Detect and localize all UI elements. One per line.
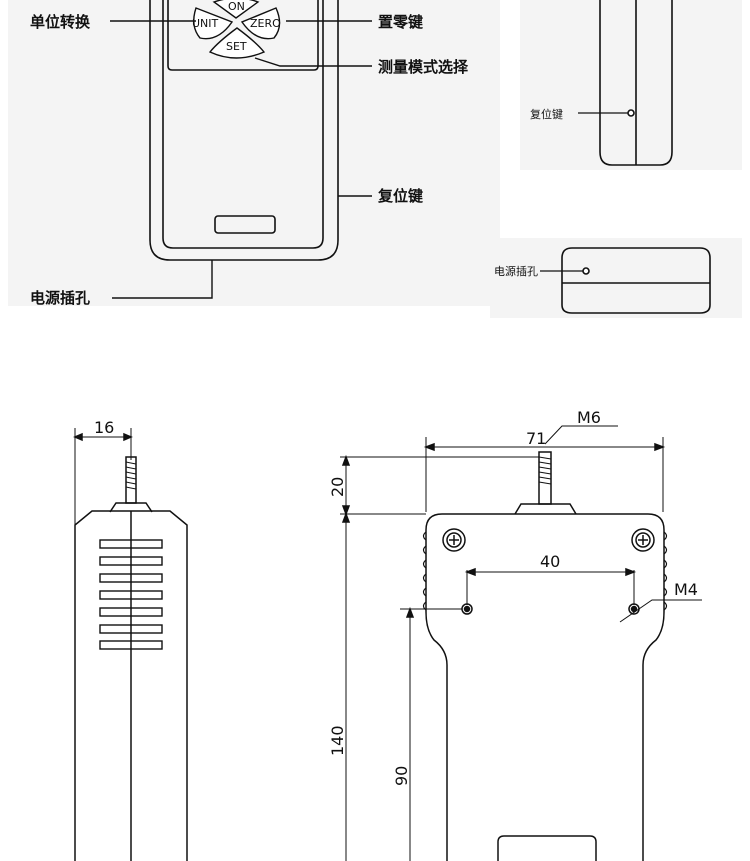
reset-hole-side: [627, 109, 635, 117]
side-rod-collar: [109, 502, 153, 513]
m6-leader: [544, 425, 618, 445]
side-dimension-view: [73, 428, 188, 861]
body-height-arrow-top: [341, 511, 351, 523]
set-button[interactable]: [208, 27, 266, 59]
front-body-inner: [162, 0, 324, 249]
dim-mount-thread: M4: [674, 580, 698, 599]
hole-spacing-arrow-right: [625, 567, 637, 577]
m4-hole-left: [461, 603, 473, 615]
mode-select-label: 测量模式选择: [378, 58, 469, 76]
dim-side-width: 16: [94, 418, 114, 437]
side-view-top: [578, 0, 673, 166]
front-rod-collar: [514, 503, 577, 515]
bottom-view: [540, 247, 711, 314]
power-jack-front-label: 电源插孔: [30, 289, 90, 307]
front-body-outer: [149, 0, 339, 261]
hook-height-arrow-top: [341, 454, 351, 466]
screw-right: [631, 528, 655, 552]
power-jack-bottom-label: 电源插孔: [494, 264, 538, 278]
width-arrow-right: [123, 432, 133, 442]
reset-key-side-label: 复位键: [530, 107, 563, 121]
total-width-arrow-left: [423, 442, 435, 452]
reset-slot: [214, 215, 276, 234]
power-jack-leader: [112, 260, 213, 299]
dim-body-height: 140: [328, 725, 347, 756]
side-thread-ticks: [125, 461, 137, 490]
front-edge-grip-right: [663, 531, 668, 611]
hole-spacing-arrow-left: [464, 567, 476, 577]
unit-switch-label: 单位转换: [30, 13, 91, 31]
on-button[interactable]: [212, 0, 260, 19]
dim-hole-height: 90: [392, 766, 411, 786]
zero-button[interactable]: [240, 7, 281, 40]
power-jack-hole: [582, 267, 590, 275]
front-view: [149, 0, 339, 261]
bottom-body-outline: [561, 247, 711, 314]
reset-key-front-label: 复位键: [377, 187, 423, 205]
dim-total-width: 71: [526, 429, 546, 448]
dim-thread-top: M6: [577, 408, 601, 427]
front-thread-ticks: [538, 456, 552, 485]
zero-button-label: ZERO: [250, 17, 281, 30]
dim-hook-height: 20: [328, 477, 347, 497]
mode-select-leader: [254, 57, 372, 67]
on-button-label: ON: [228, 0, 245, 13]
keypad: [193, 0, 281, 59]
set-button-label: SET: [226, 40, 247, 53]
front-dimension-view: [340, 425, 702, 861]
unit-button[interactable]: [193, 7, 234, 40]
front-bottom-slot: [497, 835, 597, 861]
front-edge-grip-left: [422, 531, 427, 611]
vent-slots: [99, 539, 163, 650]
screw-left: [442, 528, 466, 552]
hole-height-arrow-top: [405, 606, 415, 618]
zero-key-label: 置零键: [378, 13, 423, 31]
total-width-arrow-right: [654, 442, 666, 452]
front-lower-body: [425, 513, 665, 861]
m4-leader: [619, 599, 702, 623]
hook-height-arrow-bottom: [341, 505, 351, 517]
width-arrow-left: [73, 432, 83, 442]
bottom-right-panel-bg: [490, 238, 742, 318]
top-right-panel-bg: [520, 0, 742, 170]
unit-button-label: UNIT: [192, 17, 219, 30]
dim-hole-spacing: 40: [540, 552, 560, 571]
display-window: [167, 0, 319, 71]
